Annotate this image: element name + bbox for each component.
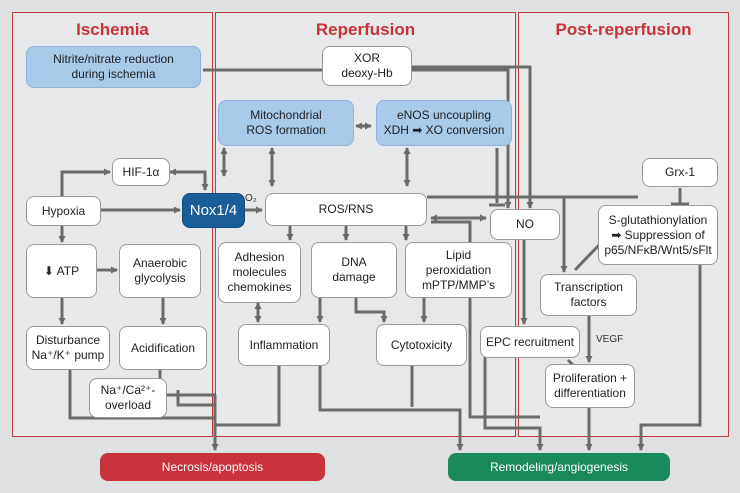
xor-box: XOR deoxy-Hb (322, 46, 412, 86)
vegf-label: VEGF (596, 334, 624, 345)
reperfusion-title: Reperfusion (315, 20, 416, 39)
sglut-to-tf-arrow (573, 242, 602, 272)
o2-label: O₂ (245, 193, 257, 204)
xor-to-no-arrow (412, 65, 534, 209)
hif-box: HIF-1α (112, 158, 170, 186)
sglut-to-remodeling (637, 244, 702, 451)
cytotoxicity-box: Cytotoxicity (376, 324, 467, 366)
remodeling-angiogenesis-pill: Remodeling/angiogenesis (448, 453, 670, 481)
acidification-label: Acidification (130, 340, 196, 355)
hypoxia-to-hif-arrow (60, 168, 111, 196)
transcription-factors-label: Transcription factors (554, 280, 623, 309)
naca-to-necrosis (176, 390, 215, 407)
no-box: NO (490, 209, 560, 240)
inflammation-label: Inflammation (249, 337, 319, 352)
disturbance-pump-label: Disturbance Na⁺/K⁺ pump (31, 333, 105, 362)
remodeling-angiogenesis-label: Remodeling/angiogenesis (489, 460, 629, 474)
nox-label: Nox1/4 (189, 202, 238, 219)
s-glutathionylation-box: S-glutathionylation ➡ Suppression of p65… (598, 205, 718, 265)
hypoxia-box: Hypoxia (26, 196, 101, 226)
necrosis-apoptosis-label: Necrosis/apoptosis (161, 460, 264, 474)
epc-to-remodeling (483, 357, 544, 451)
na-ca-overload-box: Na⁺/Ca²⁺- overload (89, 378, 167, 418)
ischemia-title: Ischemia (76, 20, 149, 39)
adhesion-molecules-box: Adhesion molecules chemokines (218, 242, 301, 303)
dna-damage-label: DNA damage (332, 255, 376, 284)
hif-nox-arrow (169, 168, 209, 191)
inflammation-to-remodeling (318, 366, 464, 451)
hypoxia-label: Hypoxia (41, 203, 86, 218)
ros-lower-line (431, 220, 540, 419)
dna-to-cytotoxicity-arrow (354, 298, 388, 323)
acidification-to-necrosis (158, 370, 215, 397)
dna-damage-box: DNA damage (311, 242, 397, 298)
nox-box: Nox1/4 (182, 193, 245, 228)
post-reperfusion-title: Post-reperfusion (555, 20, 692, 39)
grx-label: Grx-1 (665, 165, 695, 179)
epc-recruitment-label: EPC recruitment (485, 334, 575, 349)
nitrite-reduction-box: Nitrite/nitrate reduction during ischemi… (26, 46, 201, 88)
s-glutathionylation-label: S-glutathionylation ➡ Suppression of p65… (604, 212, 712, 257)
lipid-peroxidation-label: Lipid peroxidation mPTP/MMP’s (421, 247, 496, 292)
acidification-box: Acidification (119, 326, 207, 370)
ros-rns-box: ROS/RNS (265, 193, 427, 226)
mitochondrial-ros-label: Mitochondrial ROS formation (246, 108, 326, 137)
enos-uncoupling-label: eNOS uncoupling XDH ➡ XO conversion (383, 108, 505, 137)
lipid-peroxidation-box: Lipid peroxidation mPTP/MMP’s (405, 242, 512, 298)
na-ca-overload-label: Na⁺/Ca²⁺- overload (100, 383, 156, 412)
epc-recruitment-box: EPC recruitment (480, 326, 580, 358)
grx-box: Grx-1 (642, 158, 718, 187)
anaerobic-glycolysis-label: Anaerobic glycolysis (132, 256, 188, 285)
nitrite-to-no-arrow (203, 68, 512, 209)
proliferation-box: Proliferation + differentiation (545, 364, 635, 408)
nitrite-reduction-label: Nitrite/nitrate reduction during ischemi… (53, 52, 174, 81)
disturbance-pump-box: Disturbance Na⁺/K⁺ pump (26, 326, 110, 370)
hif-label: HIF-1α (122, 164, 160, 179)
transcription-factors-box: Transcription factors (540, 274, 637, 316)
disturbance-to-necrosis (68, 370, 215, 420)
proliferation-label: Proliferation + differentiation (552, 371, 628, 400)
cytotoxicity-label: Cytotoxicity (390, 337, 453, 352)
necrosis-apoptosis-pill: Necrosis/apoptosis (100, 453, 325, 481)
ros-rns-label: ROS/RNS (318, 202, 374, 216)
mitochondrial-ros-box: Mitochondrial ROS formation (218, 100, 354, 146)
inflammation-box: Inflammation (238, 324, 330, 366)
enos-uncoupling-box: eNOS uncoupling XDH ➡ XO conversion (376, 100, 512, 146)
anaerobic-glycolysis-box: Anaerobic glycolysis (119, 244, 201, 298)
atp-box: ⬇ ATP (26, 244, 97, 298)
inflammation-to-necrosis (215, 366, 281, 427)
no-label: NO (516, 217, 534, 231)
atp-label: ⬇ ATP (43, 263, 80, 278)
adhesion-molecules-label: Adhesion molecules chemokines (227, 250, 292, 294)
xor-label: XOR deoxy-Hb (341, 51, 393, 80)
